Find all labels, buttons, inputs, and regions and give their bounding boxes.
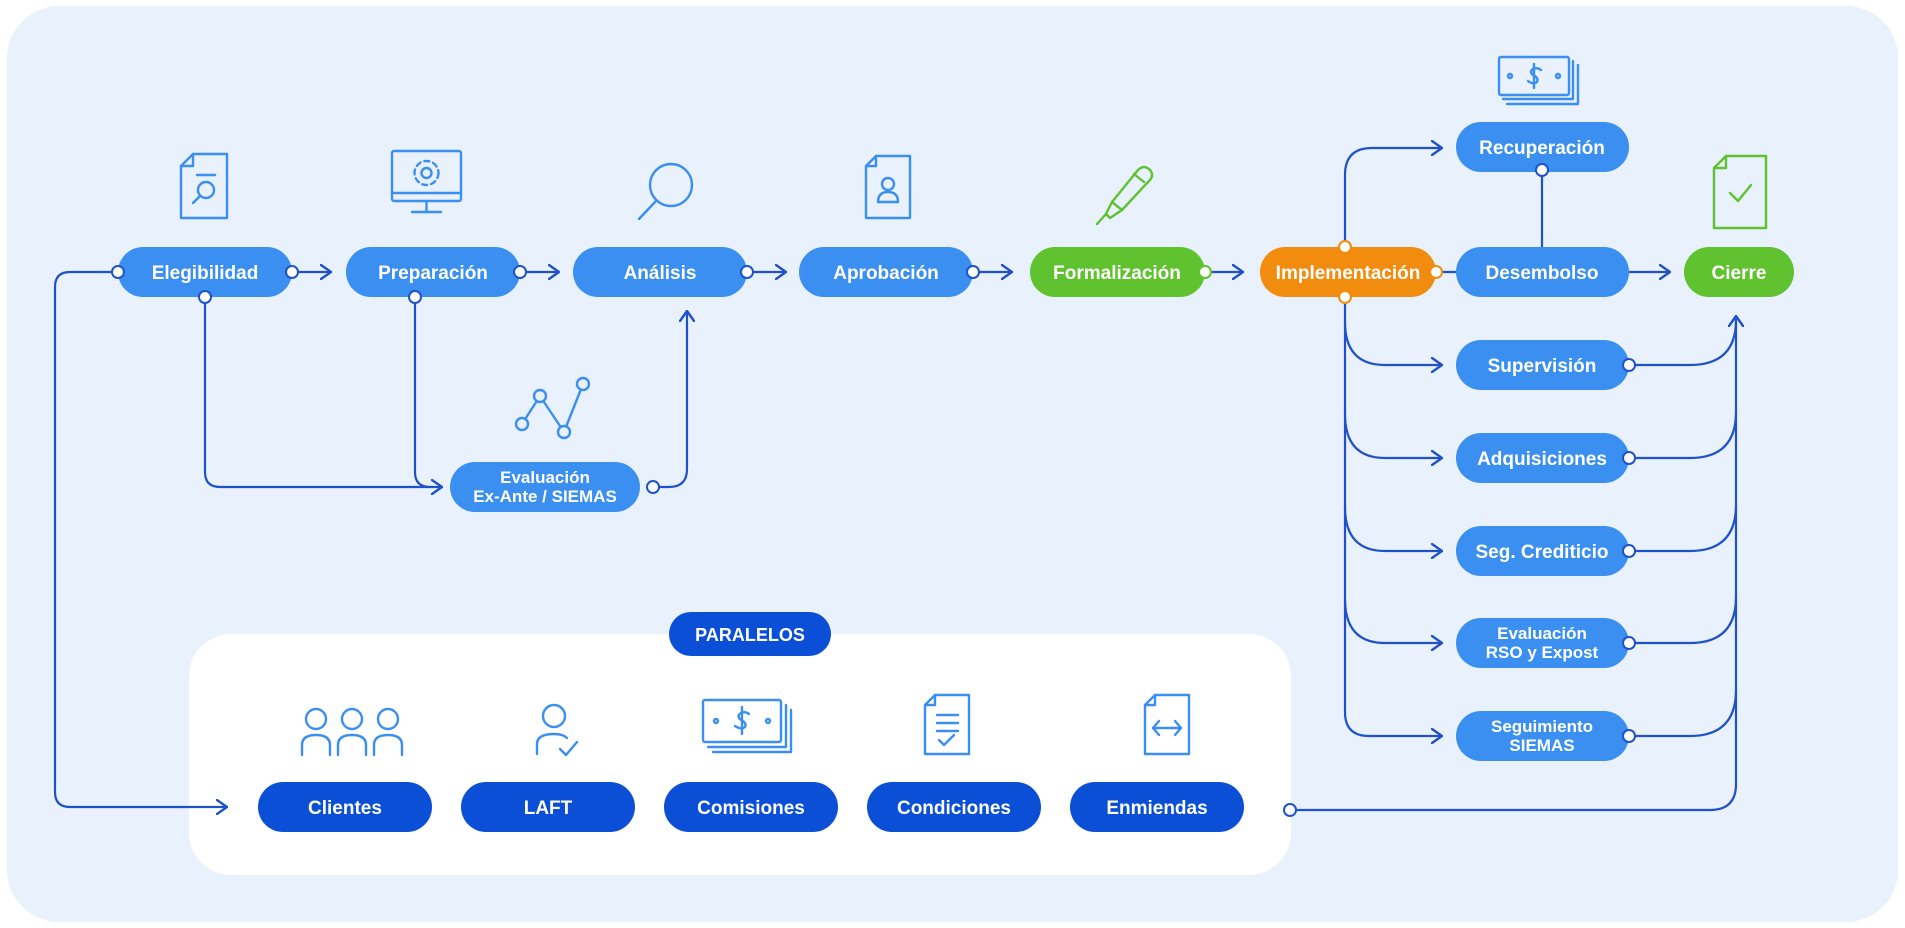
arrow-implementacion-seg-crediticio [1343,505,1444,551]
merge-evaluacion-rso-cierre [1627,595,1738,645]
document-person-icon [864,154,912,220]
parallel-panel [189,634,1291,875]
node-label-line1: Evaluación [1497,624,1587,643]
arrow-evaluacion-analisis [651,309,687,489]
users-icon [300,707,404,757]
dot [1338,290,1352,304]
dot [1198,265,1212,279]
merge-adquisiciones-cierre [1627,410,1738,460]
node-label-line1: Seguimiento [1491,717,1593,736]
dot [966,265,980,279]
monitor-gear-icon [390,149,463,214]
line-preparacion-evaluacion [413,294,432,489]
dot [513,265,527,279]
dot [1429,265,1443,279]
node-label: Supervisión [1488,356,1597,377]
arrow-implementacion-adquisiciones [1343,412,1444,458]
node-implementacion[interactable]: Implementación [1260,247,1436,297]
node-label: Implementación [1276,263,1421,284]
node-label-line1: Evaluación [500,468,590,487]
arrow-implementacion-recuperacion [1343,148,1444,249]
merge-seguimiento-cierre [1627,688,1738,738]
paralelo-laft[interactable]: LAFT [461,782,635,832]
node-seg-crediticio[interactable]: Seg. Crediticio [1456,526,1629,576]
pen-icon [1095,165,1154,226]
paralelo-label: LAFT [524,798,573,819]
node-cierre[interactable]: Cierre [1684,247,1794,297]
paralelo-comisiones[interactable]: Comisiones [664,782,838,832]
node-seguimiento-siemas[interactable]: Seguimiento SIEMAS [1456,711,1629,761]
node-aprobacion[interactable]: Aprobación [799,247,973,297]
node-evaluacion-exante[interactable]: Evaluación Ex-Ante / SIEMAS [450,462,640,512]
document-search-icon [179,152,229,220]
node-elegibilidad[interactable]: Elegibilidad [118,247,292,297]
trunk-cierre [1288,314,1736,812]
dot [1622,544,1636,558]
node-label: Desembolso [1486,263,1599,284]
dot [285,265,299,279]
arrow-elegibilidad-paralelos [53,270,229,807]
dot [1622,636,1636,650]
paralelo-label: Condiciones [897,798,1011,819]
node-label: Aprobación [833,263,939,284]
paralelo-label: Enmiendas [1106,798,1207,819]
dot [408,290,422,304]
dot [198,290,212,304]
node-label-line2: SIEMAS [1509,736,1574,755]
arrow-elegibilidad-evaluacion [203,294,444,487]
document-list-check-icon [923,693,971,756]
node-formalizacion[interactable]: Formalización [1030,247,1205,297]
node-label-line2: Ex-Ante / SIEMAS [473,487,617,506]
node-evaluacion-rso[interactable]: Evaluación RSO y Expost [1456,618,1629,668]
dot [1283,803,1297,817]
paralelo-label: Clientes [308,798,382,819]
paralelo-label: Comisiones [697,798,805,819]
node-label-line2: RSO y Expost [1486,643,1599,662]
dot [111,265,125,279]
paralelos-title-label: PARALELOS [695,625,805,645]
node-preparacion[interactable]: Preparación [346,247,520,297]
dot [1622,729,1636,743]
line-graph-icon [514,376,591,440]
node-label: Preparación [378,263,488,284]
merge-supervision-cierre [1627,318,1738,367]
paralelos-title: PARALELOS [669,612,831,656]
money-stack-icon [701,698,793,754]
trunk-implementacion [1343,295,1444,736]
node-label: Análisis [624,263,697,284]
node-supervision[interactable]: Supervisión [1456,340,1629,390]
dot [1622,358,1636,372]
node-desembolso[interactable]: Desembolso [1456,247,1629,297]
connector-dots [111,163,1636,817]
money-stack-icon [1497,55,1580,106]
connectors [53,148,1738,812]
dot [646,480,660,494]
node-analisis[interactable]: Análisis [573,247,747,297]
paralelo-enmiendas[interactable]: Enmiendas [1070,782,1244,832]
dot [1535,163,1549,177]
node-label: Recuperación [1479,138,1605,159]
paralelo-clientes[interactable]: Clientes [258,782,432,832]
dot [740,265,754,279]
arrow-implementacion-evaluacion-rso [1343,597,1444,643]
node-label: Cierre [1712,263,1767,284]
node-label: Elegibilidad [152,263,259,284]
node-label: Adquisiciones [1477,449,1607,470]
dot [1338,240,1352,254]
node-adquisiciones[interactable]: Adquisiciones [1456,433,1629,483]
arrow-implementacion-supervision [1343,320,1444,365]
document-check-icon [1712,154,1768,230]
dot [1622,451,1636,465]
magnifier-icon [637,162,694,221]
node-label: Seg. Crediticio [1475,542,1608,563]
node-recuperacion[interactable]: Recuperación [1456,122,1629,172]
paralelo-condiciones[interactable]: Condiciones [867,782,1041,832]
merge-seg-crediticio-cierre [1627,503,1738,553]
document-arrows-icon [1143,693,1191,756]
user-check-icon [535,703,579,757]
node-label: Formalización [1053,263,1181,284]
